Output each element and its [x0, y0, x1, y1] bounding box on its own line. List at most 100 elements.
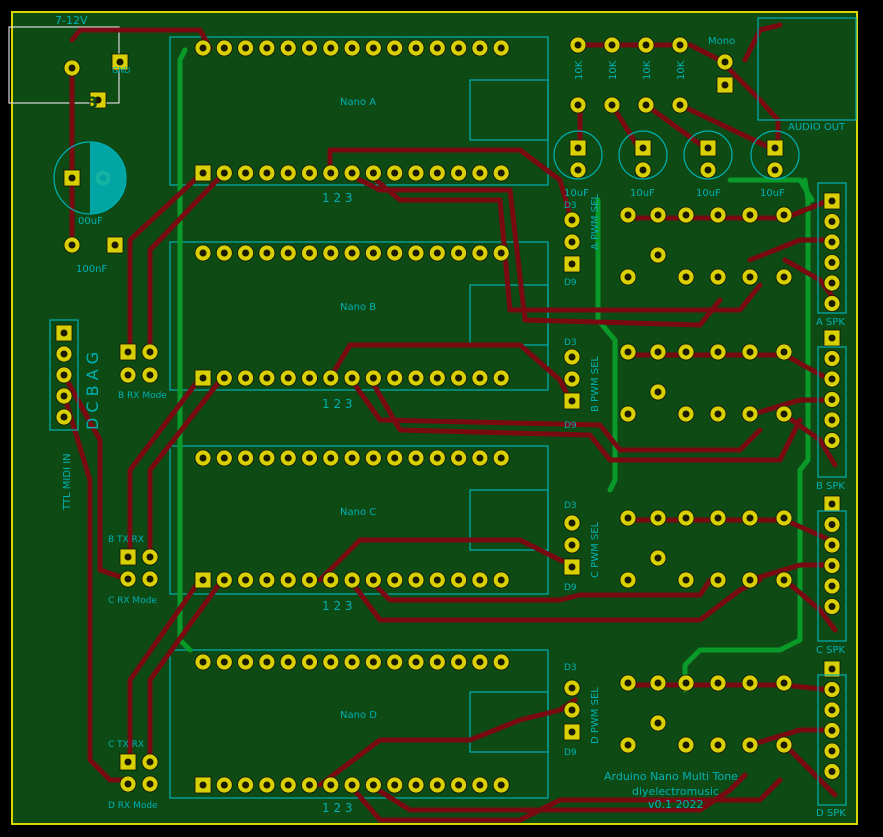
- pad-hole: [284, 454, 292, 462]
- pad-hole: [714, 410, 722, 418]
- pad-hole: [199, 44, 207, 52]
- pad-hole: [391, 454, 399, 462]
- pad-hole: [682, 273, 690, 281]
- pad-hole: [199, 658, 207, 666]
- pad-hole: [828, 437, 836, 444]
- pad-hole: [391, 781, 399, 789]
- pad-hole: [746, 410, 754, 418]
- pad-hole: [220, 658, 228, 666]
- pad-hole: [780, 348, 788, 356]
- pad-hole: [721, 58, 729, 66]
- d3-label-b: D3: [564, 338, 577, 348]
- pad-hole: [746, 211, 754, 219]
- pad-hole: [242, 169, 250, 177]
- pad-hole: [828, 665, 836, 673]
- pad-hole: [284, 374, 292, 382]
- pad-hole: [624, 514, 632, 522]
- pad-hole: [828, 238, 836, 246]
- pad-hole: [639, 166, 647, 174]
- pad-hole: [497, 576, 505, 584]
- pad-hole: [654, 348, 662, 356]
- pad-hole: [828, 279, 836, 287]
- gnd-label: GND: [112, 66, 130, 75]
- pad-hole: [60, 413, 68, 421]
- cap-top-1: 10uF: [564, 188, 589, 199]
- pad-hole: [654, 514, 662, 522]
- pad-hole: [608, 101, 616, 109]
- pad-hole: [780, 410, 788, 418]
- pad-hole: [199, 169, 207, 177]
- pad-hole: [568, 238, 576, 246]
- pad-hole: [654, 679, 662, 687]
- pad-hole: [263, 249, 271, 257]
- pad-hole: [284, 249, 292, 257]
- pad-hole: [369, 169, 377, 177]
- pad-hole: [242, 454, 250, 462]
- pad-hole: [199, 781, 207, 789]
- pad-hole: [624, 273, 632, 281]
- pad-hole: [780, 211, 788, 219]
- pad-hole: [327, 169, 335, 177]
- pad-hole: [242, 576, 250, 584]
- pad-hole: [306, 249, 313, 257]
- pad-hole: [654, 251, 662, 259]
- pad-hole: [369, 658, 377, 666]
- pad-hole: [568, 216, 576, 224]
- nano-d-label: Nano D: [340, 710, 377, 721]
- pad-hole: [476, 374, 484, 382]
- pad-hole: [242, 44, 250, 52]
- pad-hole: [284, 658, 292, 666]
- pad-hole: [828, 582, 836, 590]
- board-author: diyelectromusic: [632, 785, 719, 798]
- pad-hole: [369, 249, 377, 257]
- pad-hole: [68, 241, 76, 249]
- pad-hole: [455, 454, 463, 462]
- pad-hole: [828, 396, 836, 403]
- pad-hole: [828, 500, 836, 508]
- pad-hole: [220, 169, 228, 177]
- pad-hole: [476, 576, 484, 584]
- res-top-1: 10K: [574, 60, 585, 80]
- pad-hole: [433, 658, 441, 666]
- cap-top-4: 10uF: [760, 188, 785, 199]
- pad-hole: [497, 374, 505, 382]
- pad-hole: [568, 563, 576, 571]
- pad-hole: [746, 679, 754, 687]
- pad-hole: [306, 374, 313, 382]
- pad-hole: [220, 781, 228, 789]
- tx-label-d: C TX RX: [108, 740, 144, 750]
- pad-hole: [348, 454, 356, 462]
- pad-hole: [348, 658, 356, 666]
- pad-hole: [624, 576, 632, 584]
- pad-hole: [639, 144, 647, 152]
- d9-label-d: D9: [564, 748, 577, 758]
- pad-hole: [704, 144, 712, 152]
- pad-hole: [624, 348, 632, 356]
- midi-label: TTL MIDI IN: [62, 453, 73, 511]
- pad-hole: [624, 410, 632, 418]
- pad-hole: [568, 260, 576, 268]
- pad-hole: [412, 44, 420, 52]
- pads: [55, 36, 841, 794]
- pad-hole: [828, 521, 836, 528]
- pad-hole: [199, 454, 207, 462]
- pin-mark-a: 1 2 3: [322, 191, 353, 205]
- pad-hole: [568, 397, 576, 405]
- pad-hole: [263, 658, 271, 666]
- pwm-label-d: D PWM SEL: [590, 687, 601, 744]
- pad-hole: [60, 371, 68, 379]
- res-top-3: 10K: [642, 60, 653, 80]
- pad-hole: [433, 781, 441, 789]
- pad-hole: [828, 747, 836, 755]
- pad-hole: [348, 44, 356, 52]
- silk-components: [49, 17, 857, 806]
- rx-label-d: D RX Mode: [108, 801, 158, 811]
- pad-hole: [574, 41, 582, 49]
- nano-a-label: Nano A: [340, 97, 376, 108]
- pad-hole: [369, 576, 377, 584]
- pad-hole: [124, 575, 132, 583]
- pad-hole: [828, 541, 836, 549]
- spk-label-b: B SPK: [816, 481, 845, 492]
- pad-hole: [263, 454, 271, 462]
